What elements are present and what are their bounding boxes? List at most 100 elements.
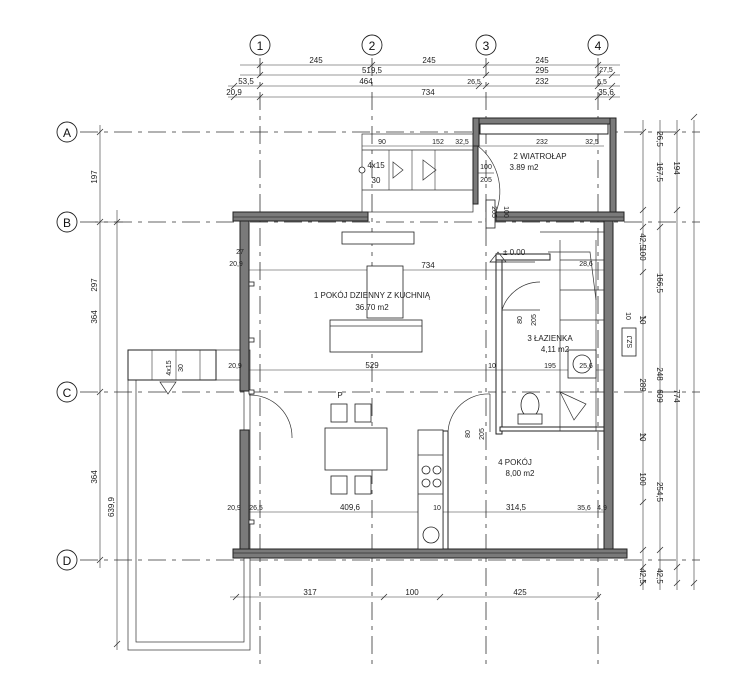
dim-top-3c: 26,5	[467, 79, 481, 86]
axis-bubble-row-a: A	[56, 121, 78, 143]
axis-bubble-row-b: B	[56, 211, 78, 233]
axis-bubble-col-3: 3	[475, 34, 497, 56]
dim-right-10b: 10	[638, 433, 647, 442]
dim-top-2a: 519,5	[362, 66, 383, 75]
dim-entry-100: 100	[480, 164, 492, 171]
dim-door-205b: 205	[531, 314, 538, 326]
svg-text:36.70 m2: 36.70 m2	[355, 303, 389, 312]
dim-mid-529: 529	[365, 361, 379, 370]
axis-bubble-col-2: 2	[361, 34, 383, 56]
svg-text:3: 3	[483, 39, 490, 53]
dim-right-10a: 10	[638, 316, 647, 325]
dim-door-80a: 80	[517, 316, 524, 324]
dim-top-1c: 245	[535, 56, 549, 65]
dim-right-42-5c: 42,5	[655, 568, 664, 584]
dim-mid-195: 195	[544, 363, 556, 370]
dim-door-100a: 100	[502, 206, 509, 218]
dim-left-364b: 364	[90, 470, 99, 484]
dim-low-10: 10	[433, 505, 441, 512]
dim-vest-90: 90	[378, 139, 386, 146]
dim-right-248: 248	[655, 367, 664, 381]
dim-left-639: 639,9	[107, 496, 116, 517]
svg-text:A: A	[63, 126, 71, 140]
dim-misc-27: 27	[236, 249, 244, 256]
dim-vest-152: 152	[432, 139, 444, 146]
dim-vest-32-5a: 32,5	[455, 139, 469, 146]
dim-right-194: 194	[672, 161, 681, 175]
dim-mid-10: 10	[488, 363, 496, 370]
terrace-stair-label: 4x15 30	[159, 360, 185, 395]
dim-low-314-5: 314,5	[506, 503, 527, 512]
svg-text:2: 2	[369, 39, 376, 53]
dim-top-2b: 295	[535, 66, 549, 75]
svg-text:3 ŁAZIENKA: 3 ŁAZIENKA	[527, 334, 573, 343]
svg-text:4x15: 4x15	[166, 360, 173, 375]
axis-bubble-row-c: C	[56, 381, 78, 403]
dim-door-205a: 205	[490, 206, 497, 218]
living-furniture	[324, 265, 444, 550]
dim-right-609: 609	[655, 389, 664, 403]
svg-text:B: B	[63, 216, 71, 230]
terrace	[127, 349, 251, 651]
left-dimension-chains	[95, 125, 123, 650]
dim-wide-734: 734	[421, 261, 435, 270]
bottom-dimension-chain	[230, 593, 602, 601]
dim-right-26-5: 26,5	[655, 131, 664, 147]
dim-bottom-317: 317	[303, 588, 317, 597]
dim-mid-25-6: 25,6	[579, 363, 593, 370]
dim-right-289: 289	[638, 378, 647, 392]
dim-right-166-5: 166,5	[655, 273, 664, 294]
dim-misc-28-6: 28,6	[579, 261, 593, 268]
svg-text:4 POKÓJ: 4 POKÓJ	[498, 458, 532, 467]
dim-low-35-6: 35,6	[577, 505, 591, 512]
svg-text:C: C	[63, 386, 72, 400]
dim-top-1b: 245	[422, 56, 436, 65]
dim-bottom-425: 425	[513, 588, 527, 597]
svg-text:4,11 m2: 4,11 m2	[541, 345, 570, 354]
dim-top-4b: 734	[421, 88, 435, 97]
dim-misc-20-9: 20,9	[229, 261, 243, 268]
dim-top-3d: 232	[535, 77, 549, 86]
svg-text:± 0.00: ± 0.00	[503, 248, 526, 257]
dim-top-3e: 6,5	[597, 79, 607, 86]
dim-top-1a: 245	[309, 56, 323, 65]
dim-left-364a: 364	[90, 310, 99, 324]
window-marks	[233, 216, 627, 554]
dim-top-2c: 27,5	[599, 67, 613, 74]
szj-label: SZJ	[627, 336, 634, 348]
dim-bottom-100: 100	[405, 588, 419, 597]
entry-door	[472, 145, 501, 229]
dim-right-100a: 100	[638, 247, 647, 261]
dim-right-42-5b: 42,5	[638, 568, 647, 584]
room-label-1: 1 POKÓJ DZIENNY Z KUCHNIĄ 36.70 m2	[314, 291, 431, 312]
top-dimension-chains	[228, 61, 620, 101]
room-label-3: 3 ŁAZIENKA 4,11 m2	[527, 334, 573, 354]
svg-text:1 POKÓJ DZIENNY Z KUCHNIĄ: 1 POKÓJ DZIENNY Z KUCHNIĄ	[314, 291, 431, 300]
axis-lines	[80, 58, 700, 670]
svg-text:4: 4	[595, 39, 602, 53]
exterior-walls	[232, 117, 628, 559]
dim-right-254-5: 254,5	[655, 482, 664, 503]
dim-top-4c: 35,6	[598, 88, 614, 97]
dim-entry-205: 205	[480, 177, 492, 184]
point-label-p: P	[337, 391, 342, 400]
dim-vest-32-5b: 32,5	[585, 139, 599, 146]
dim-door-80b: 80	[465, 430, 472, 438]
dim-right-167-5: 167,5	[655, 162, 664, 183]
dim-low-4-9: 4,9	[597, 505, 607, 512]
bathroom-fixtures	[517, 327, 637, 425]
dim-right-774: 774	[672, 389, 681, 403]
dim-left-297: 297	[90, 278, 99, 292]
dim-top-3b: 464	[359, 77, 373, 86]
svg-text:30: 30	[178, 364, 185, 372]
svg-text:D: D	[63, 554, 72, 568]
svg-text:8,00 m2: 8,00 m2	[506, 469, 535, 478]
interior-partitions	[248, 231, 605, 550]
dim-vest-232: 232	[536, 139, 548, 146]
svg-text:1: 1	[257, 39, 264, 53]
axis-bubble-col-1: 1	[249, 34, 271, 56]
svg-text:2 WIATROŁAP: 2 WIATROŁAP	[513, 152, 566, 161]
svg-text:3.89 m2: 3.89 m2	[510, 163, 539, 172]
dim-right-42-5: 42,5	[638, 233, 647, 249]
